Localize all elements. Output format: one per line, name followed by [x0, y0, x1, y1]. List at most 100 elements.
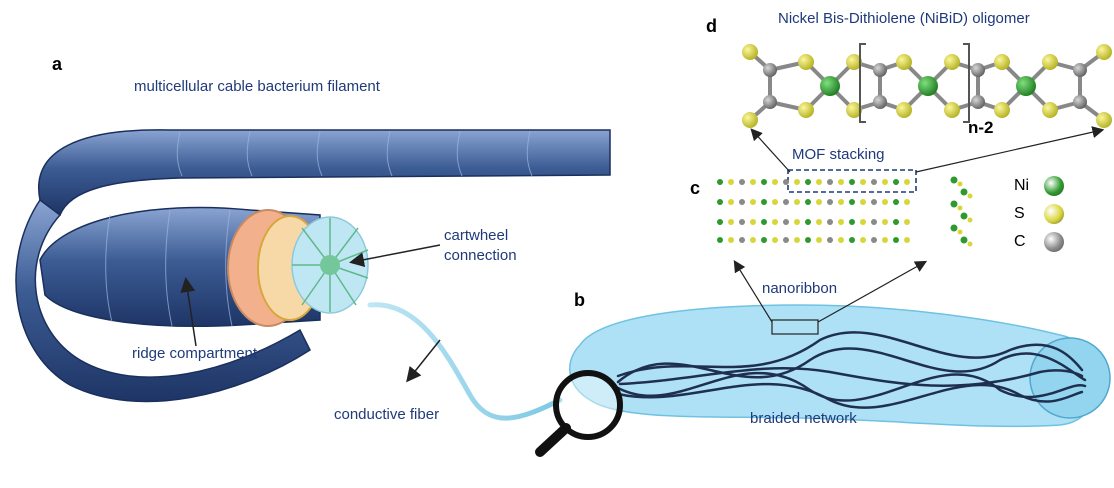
- arrow-nanoribbon-left: [733, 259, 773, 323]
- arrow-mof-right: [915, 126, 1105, 173]
- mof-atom: [805, 237, 811, 243]
- mof-atom: [893, 199, 899, 205]
- mof-atom: [904, 237, 910, 243]
- side-atom: [957, 181, 963, 187]
- filament-label: multicellular cable bacterium filament: [134, 78, 380, 95]
- mof-atom: [849, 219, 855, 225]
- mof-layers: [717, 179, 910, 243]
- mof-atom: [772, 237, 778, 243]
- side-atom: [967, 193, 973, 199]
- mof-atom: [893, 179, 899, 185]
- c-atom: [763, 95, 777, 109]
- nanoribbon-label: nanoribbon: [762, 280, 838, 297]
- s-atom: [994, 102, 1010, 118]
- mof-atom: [728, 199, 734, 205]
- mof-atom: [805, 219, 811, 225]
- legend-symbol: Ni: [1014, 177, 1030, 194]
- nibid-oligomer: [742, 44, 1112, 128]
- legend-symbol: S: [1014, 205, 1025, 222]
- side-atom: [957, 229, 963, 235]
- mof-atom: [838, 219, 844, 225]
- mof-atom: [838, 199, 844, 205]
- mof-atom: [849, 237, 855, 243]
- mof-atom: [849, 179, 855, 185]
- side-atom: [950, 176, 958, 184]
- legend-atom-icon: [1044, 204, 1064, 224]
- mof-atom: [717, 199, 723, 205]
- ridge-label: ridge compartment: [132, 345, 258, 362]
- s-atom: [742, 112, 758, 128]
- mof-atom: [728, 237, 734, 243]
- side-atom: [957, 205, 963, 211]
- mof-atom: [893, 219, 899, 225]
- arrow-nanoribbon-right: [817, 260, 928, 323]
- mof-atom: [772, 199, 778, 205]
- side-atom: [950, 200, 958, 208]
- s-atom: [1096, 44, 1112, 60]
- mof-atom: [750, 219, 756, 225]
- c-atom: [873, 63, 887, 77]
- mof-atom: [783, 237, 789, 243]
- mof-atom: [805, 199, 811, 205]
- mof-atom: [838, 179, 844, 185]
- mof-atom: [871, 179, 877, 185]
- mof-atom: [871, 219, 877, 225]
- s-atom: [994, 54, 1010, 70]
- fiber-label: conductive fiber: [334, 406, 440, 423]
- mof-atom: [761, 179, 767, 185]
- mof-atom: [882, 199, 888, 205]
- mof-atom: [794, 219, 800, 225]
- mof-atom: [871, 199, 877, 205]
- mof-atom: [860, 219, 866, 225]
- mof-atom: [772, 179, 778, 185]
- mof-atom: [750, 199, 756, 205]
- c-atom: [971, 95, 985, 109]
- mof-atom: [816, 237, 822, 243]
- s-atom: [1096, 112, 1112, 128]
- mof-atom: [717, 179, 723, 185]
- panel-label-a: a: [52, 54, 63, 74]
- mof-atom: [761, 219, 767, 225]
- s-atom: [1042, 102, 1058, 118]
- mof-atom: [750, 237, 756, 243]
- mof-atom: [904, 219, 910, 225]
- mof-atom: [827, 199, 833, 205]
- c-atom: [1073, 63, 1087, 77]
- panel-label-b: b: [574, 290, 585, 310]
- mof-atom: [750, 179, 756, 185]
- mof-atom: [904, 199, 910, 205]
- mof-atom: [827, 179, 833, 185]
- mof-atom: [783, 219, 789, 225]
- mof-atom: [739, 237, 745, 243]
- mof-atom: [816, 199, 822, 205]
- repeat-brackets: [859, 43, 970, 123]
- mof-atom: [772, 219, 778, 225]
- mof-atom: [717, 219, 723, 225]
- repeat-label: n-2: [968, 118, 994, 137]
- mof-atom: [827, 219, 833, 225]
- mof-atom: [816, 179, 822, 185]
- arrow-fiber: [406, 339, 441, 383]
- mof-atom: [904, 179, 910, 185]
- mof-atom: [739, 179, 745, 185]
- arrow-mof-left: [750, 128, 791, 173]
- mof-atom: [717, 237, 723, 243]
- mof-atom: [838, 237, 844, 243]
- panel-label-c: c: [690, 178, 701, 198]
- legend-atom-icon: [1044, 176, 1064, 196]
- s-atom: [798, 54, 814, 70]
- mof-atom: [827, 237, 833, 243]
- mof-atom: [761, 199, 767, 205]
- side-atom: [967, 217, 973, 223]
- mof-atom: [761, 237, 767, 243]
- arrow-cartwheel: [349, 244, 441, 268]
- ni-atom: [820, 76, 840, 96]
- mof-atom: [805, 179, 811, 185]
- mof-atom: [739, 199, 745, 205]
- legend-atom-icon: [1044, 232, 1064, 252]
- s-atom: [846, 54, 862, 70]
- side-atom: [960, 236, 968, 244]
- side-atom: [967, 241, 973, 247]
- mof-atom: [882, 237, 888, 243]
- s-atom: [944, 102, 960, 118]
